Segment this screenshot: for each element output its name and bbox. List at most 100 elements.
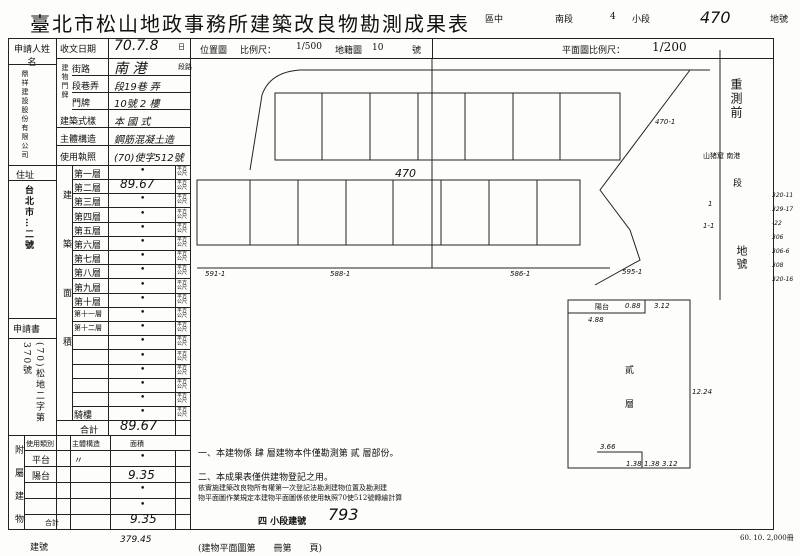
floor-name: 第十二層	[74, 324, 102, 333]
area-unit: 平方公尺	[177, 322, 188, 334]
floor-area: •	[140, 322, 146, 333]
dim-4: 3.66	[600, 443, 616, 451]
field-unit: 日	[178, 43, 185, 51]
floor-divider	[72, 193, 190, 195]
annex-total: 9.35	[130, 512, 157, 526]
floor-divider	[72, 278, 190, 280]
annex-divider	[24, 482, 190, 483]
field-value: 10號 2 樓	[114, 99, 160, 110]
floor-name: 騎樓	[74, 411, 93, 422]
total-label: 合計	[80, 426, 99, 436]
subsection: 小段	[632, 15, 651, 25]
floor-area: •	[140, 237, 146, 247]
field-label: 建築式樣	[60, 117, 97, 127]
sheet-suffix: 號	[412, 46, 422, 56]
floor-area: •	[140, 293, 146, 304]
area-unit: 平方公尺	[177, 237, 188, 248]
floor-area: •	[140, 379, 146, 389]
section: 南段	[555, 15, 574, 25]
old-lot-1: 1	[708, 200, 713, 208]
plan-scale: 1/200	[652, 40, 687, 54]
floor-area: •	[140, 308, 146, 318]
dim-1: 4.88	[588, 316, 604, 324]
area-unit: 平方公尺	[177, 393, 188, 405]
floor-name: 第九層	[74, 283, 102, 294]
annex-area: 9.35	[128, 468, 155, 482]
map-label-470-1: 470-1	[655, 118, 676, 126]
lot-label-right: 地號	[735, 245, 748, 271]
floor-name: 第八層	[74, 269, 102, 280]
footer-build-no: 379.45	[120, 535, 152, 545]
dim-3: 12.24	[692, 388, 713, 396]
area-unit: 平方公尺	[177, 222, 188, 234]
floor-name: 第十層	[74, 297, 102, 308]
floor-divider	[72, 235, 190, 237]
note-4: 物平面圖作業規定本建物平面圖係依使用執照70使512號轉繪計算	[198, 494, 403, 502]
area-unit: 平方公尺	[177, 350, 188, 362]
application-value: (70)松地二字第370號	[21, 342, 44, 424]
annex-header-area: 面積	[130, 440, 144, 448]
area-unit: 平方公尺	[177, 265, 188, 277]
floor-name: 第四層	[74, 212, 102, 223]
building-number-label: 建物門牌	[61, 64, 69, 100]
field-label: 門牌	[72, 99, 91, 109]
floor-area: •	[140, 166, 146, 176]
floor-divider	[72, 221, 190, 223]
floor-divider	[72, 377, 190, 379]
resurvey-label: 重測前	[729, 78, 743, 120]
map-label-595: 595-1	[622, 268, 643, 276]
balcony-label: 陽台	[595, 303, 609, 311]
floor-area: •	[140, 350, 146, 361]
footer-plan-ref: (建物平面圖第 冊第 頁)	[198, 544, 323, 554]
address-value: 台北市…二號	[23, 185, 33, 251]
map-lot-label: 470	[395, 167, 416, 180]
note-2: 二、本成果表僅供建物登記之用。	[198, 473, 334, 483]
annex-divider	[24, 466, 190, 467]
application-label: 申請書	[13, 325, 41, 335]
floor-divider	[72, 335, 190, 337]
field-divider	[56, 58, 190, 59]
old-lot-number: 320-16	[772, 276, 794, 283]
floor-area: •	[140, 336, 146, 347]
field-label: 段巷弄	[72, 82, 100, 92]
floor-name: 第六層	[74, 241, 102, 251]
floor-name: 第三層	[74, 198, 102, 209]
annex-use: 平台	[32, 456, 51, 466]
dim-5: 1.38	[626, 460, 642, 468]
annex-divider	[24, 450, 190, 451]
dim-0: 0.88	[625, 302, 641, 310]
subsection-no: 4	[610, 12, 616, 22]
field-value: 70.7.8	[114, 38, 159, 54]
map-label-586: 586-1	[510, 270, 531, 278]
floor-divider	[72, 349, 190, 351]
district: 區中	[485, 15, 504, 25]
floor-name: 第十一層	[74, 310, 102, 318]
annex-header-structure: 主體構造	[72, 440, 100, 448]
map-label-591: 591-1	[205, 270, 226, 278]
field-label: 使用執照	[60, 153, 97, 163]
building-number: 793	[328, 505, 359, 524]
floor-area: •	[140, 393, 146, 404]
area-unit: 平方公尺	[177, 293, 188, 305]
floor-divider	[72, 392, 190, 393]
floor-divider	[72, 363, 190, 365]
floor-area: •	[140, 407, 146, 418]
annex-area: •	[140, 500, 146, 510]
area-unit: 平方公尺	[177, 208, 188, 220]
area-unit: 平方公尺	[177, 166, 188, 177]
old-lot-number: 308	[772, 262, 784, 269]
floor-area: •	[140, 194, 146, 205]
old-lot-number: -22	[772, 220, 782, 227]
floor-name: 第五層	[74, 226, 102, 237]
floor-area-label: 建築面積	[61, 190, 71, 386]
floor-divider	[72, 406, 190, 408]
field-value: 本 國 式	[114, 117, 151, 128]
stamp: 四 小段建號	[258, 517, 307, 527]
address-label: 住址	[16, 171, 35, 181]
area-unit: 平方公尺	[177, 251, 188, 263]
field-divider	[72, 109, 190, 110]
old-lot-number: 306-6	[772, 248, 790, 255]
annex-area: •	[140, 452, 146, 462]
plan-scale-label: 平面圖比例尺：	[562, 46, 626, 56]
